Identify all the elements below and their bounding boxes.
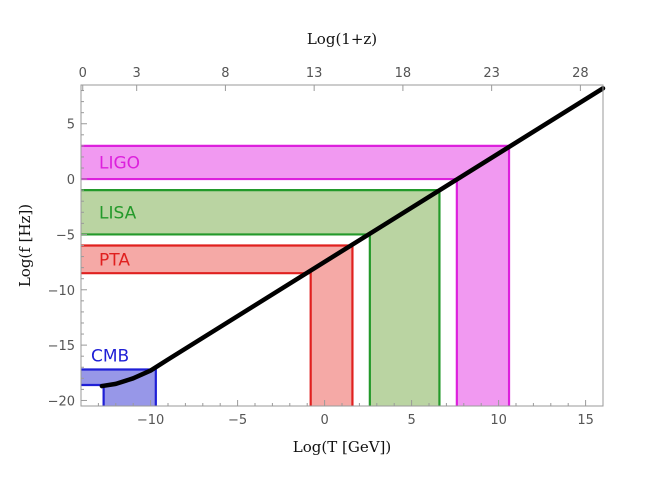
band-label-ligo: LIGO bbox=[99, 153, 140, 173]
top-tick-label: 18 bbox=[395, 66, 412, 81]
top-tick-label: 8 bbox=[221, 66, 229, 81]
band-label-lisa: LISA bbox=[99, 203, 137, 223]
band-labels: CMB PTA LISA LIGO bbox=[91, 153, 140, 366]
temperature-frequency-curve bbox=[99, 86, 606, 389]
top-tick-label: 3 bbox=[133, 66, 141, 81]
top-tick-label: 13 bbox=[306, 66, 323, 81]
band-label-pta: PTA bbox=[99, 250, 130, 270]
x-axis-title: Log(T [GeV]) bbox=[293, 438, 391, 456]
x-tick-label: 15 bbox=[577, 413, 594, 428]
y-axis-title: Log(f [Hz]) bbox=[16, 204, 34, 287]
x-tick-label: 0 bbox=[320, 413, 328, 428]
x-tick-label: 5 bbox=[407, 413, 415, 428]
curve-line bbox=[99, 86, 606, 389]
top-tick-label: 28 bbox=[572, 66, 589, 81]
y-tick-label: −20 bbox=[48, 394, 75, 409]
y-tick-label: −15 bbox=[48, 339, 75, 354]
y-tick-label: 5 bbox=[67, 118, 75, 133]
y-tick-label: −10 bbox=[48, 284, 75, 299]
band-label-cmb: CMB bbox=[91, 346, 129, 366]
x-tick-label: 10 bbox=[490, 413, 507, 428]
x-tick-label: −10 bbox=[137, 413, 164, 428]
axis-ticks: −10 −5 0 5 10 15 −20 −15 −10 −5 0 5 0 3 8 13 18 23 28 bbox=[48, 66, 604, 428]
y-tick-label: −5 bbox=[56, 228, 75, 243]
top-tick-label: 23 bbox=[483, 66, 500, 81]
top-axis-title: Log(1+z) bbox=[307, 30, 377, 48]
top-tick-label: 0 bbox=[79, 66, 87, 81]
x-tick-label: −5 bbox=[228, 413, 247, 428]
y-tick-label: 0 bbox=[67, 173, 75, 188]
